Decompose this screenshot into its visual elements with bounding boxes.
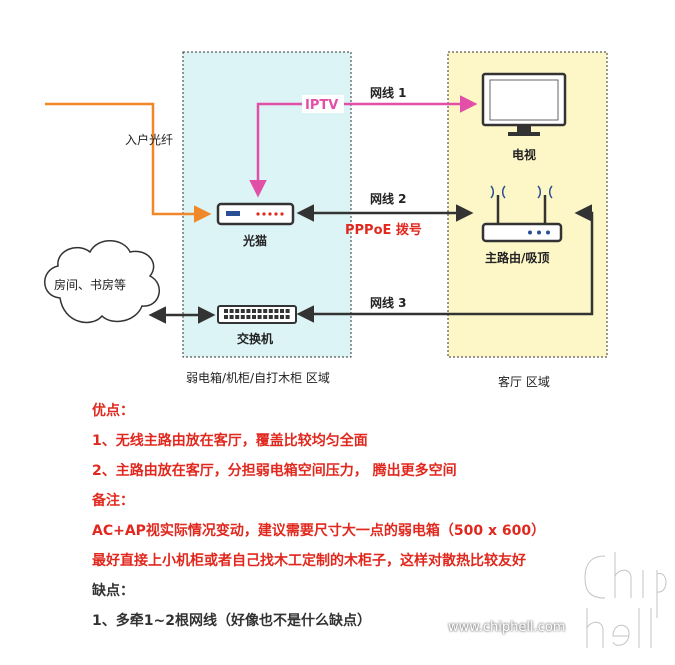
zone-living-room-label: 客厅 区域 (498, 374, 550, 389)
switch-port (246, 315, 251, 319)
note-line: 优点： (92, 403, 134, 419)
switch-port (263, 315, 268, 319)
switch-label: 交换机 (237, 331, 273, 346)
notes-section: 优点： 1、无线主路由放在客厅，覆盖比较均匀全面 2、主路由放在客厅，分担弱电箱… (92, 396, 652, 636)
switch-port (235, 315, 240, 319)
watermark-text: www.chiphell.com (448, 620, 566, 635)
switch-port (229, 309, 234, 313)
fiber-line (45, 102, 212, 223)
cable1-label: 网线 1 (370, 85, 407, 100)
switch-port (280, 315, 284, 319)
switch-port (224, 315, 228, 319)
switch-port (268, 315, 273, 319)
switch-port (285, 315, 290, 319)
zone-cabinet-label: 弱电箱/机柜/自打木柜 区域 (186, 370, 330, 385)
cloud-label: 房间、书房等 (54, 277, 126, 292)
note-line: 最好直接上小机柜或者自己找木工定制的木柜子，这样对散热比较友好 (92, 553, 526, 569)
chiphell-logo (581, 548, 670, 652)
switch-port (257, 309, 262, 313)
switch-port (285, 309, 290, 313)
note-line: 备注： (92, 493, 134, 509)
note-line: 1、多牵1~2根网线（好像也不是什么缺点） (92, 613, 371, 629)
note-line: 2、主路由放在客厅，分担弱电箱空间压力， 腾出更多空间 (92, 463, 457, 479)
pppoe-label: PPPoE 拨号 (345, 222, 422, 238)
switch-port (252, 309, 256, 313)
router-label: 主路由/吸顶 (485, 250, 549, 265)
switch-port (235, 309, 240, 313)
note-line: 缺点： (92, 583, 134, 599)
cable3-label: 网线 3 (370, 295, 407, 310)
switch-port (240, 315, 245, 319)
switch-port (240, 309, 245, 313)
fiber-label: 入户光纤 (125, 132, 173, 147)
cable2-label: 网线 2 (370, 191, 407, 206)
switch-port (252, 315, 256, 319)
modem-label: 光猫 (242, 233, 267, 248)
cable3-line (296, 204, 594, 323)
switch-port (268, 309, 273, 313)
switch-port (274, 309, 279, 313)
switch-port (224, 309, 228, 313)
note-line: 1、无线主路由放在客厅，覆盖比较均匀全面 (92, 433, 368, 449)
router-icon (481, 185, 563, 243)
cloud-icon (44, 240, 160, 324)
tv-label: 电视 (512, 147, 536, 162)
switch-port (263, 309, 268, 313)
note-line: AC+AP视实际情况变动，建议需要尺寸大一点的弱电箱（500 x 600） (92, 523, 546, 539)
modem-icon (216, 202, 295, 226)
switch-icon (217, 305, 297, 324)
switch-port (229, 315, 234, 319)
iptv-label: IPTV (305, 98, 338, 113)
iptv-line (249, 95, 478, 198)
switch-port (274, 315, 279, 319)
switch-port (257, 315, 262, 319)
switch-port (280, 309, 284, 313)
monitor-icon (481, 72, 567, 136)
switch-port (246, 309, 251, 313)
